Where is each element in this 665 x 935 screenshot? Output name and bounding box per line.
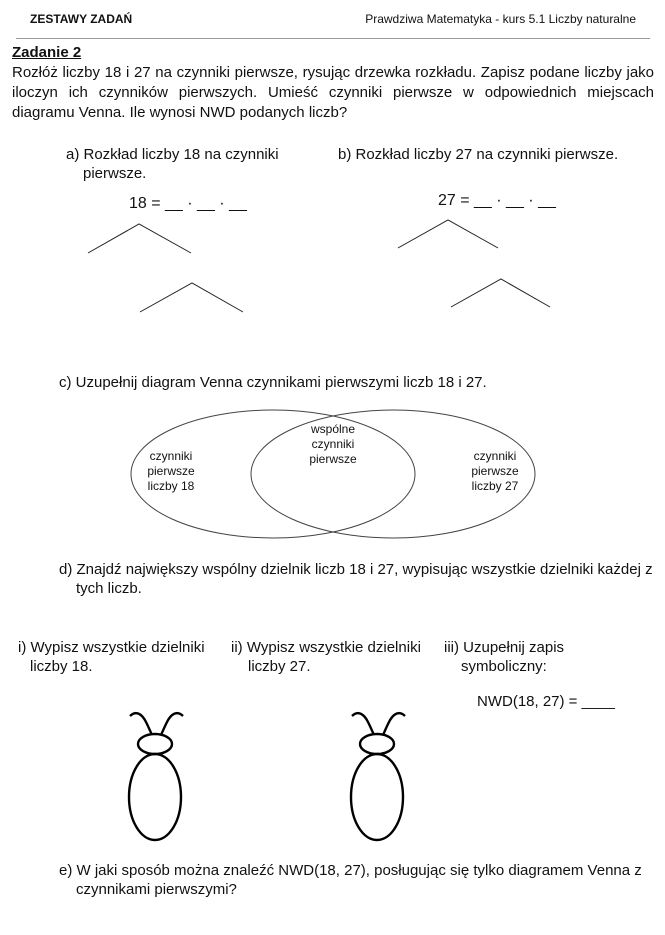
part-d-iii-label: iii) Uzupełnij zapis symboliczny:: [444, 639, 565, 675]
task-title: Zadanie 2: [12, 44, 82, 61]
factor-tree-27-bottom: [450, 278, 551, 308]
part-e-label: e) W jaki sposób można znaleźć NWD(18, 2…: [59, 862, 642, 898]
factor-tree-18-top: [87, 223, 192, 254]
part-d-label: d) Znajdź największy wspólny dzielnik li…: [59, 561, 653, 597]
header-right: Prawdziwa Matematyka - kurs 5.1 Liczby n…: [365, 12, 636, 26]
part-a-label: a) Rozkład liczby 18 na czynniki pierwsz…: [66, 146, 279, 182]
part-b-label: b) Rozkład liczby 27 na czynniki pierwsz…: [338, 146, 619, 163]
venn-label-27: czynniki pierwsze liczby 27: [471, 449, 519, 493]
header-left: ZESTAWY ZADAŃ: [30, 12, 133, 26]
header-divider: [16, 38, 650, 39]
venn-circle-18: [130, 409, 416, 539]
venn-label-common: wspólne czynniki pierwsze: [309, 422, 357, 466]
equation-27: 27 = __ · __ · __: [438, 192, 556, 209]
part-c-label: c) Uzupełnij diagram Venna czynnikami pi…: [59, 374, 487, 391]
divisor-figure-27: [349, 711, 406, 842]
venn-circle-27: [250, 409, 536, 539]
part-d-ii-label: ii) Wypisz wszystkie dzielniki liczby 27…: [231, 639, 421, 675]
divisor-figure-18: [127, 711, 184, 842]
nwd-expression: NWD(18, 27) = ____: [477, 693, 615, 710]
equation-18: 18 = __ · __ · __: [129, 195, 247, 212]
task-text: Rozłóż liczby 18 i 27 na czynniki pierws…: [12, 64, 654, 121]
venn-label-18: czynniki pierwsze liczby 18: [147, 449, 195, 493]
factor-tree-27-top: [397, 219, 499, 249]
part-d-i-label: i) Wypisz wszystkie dzielniki liczby 18.: [18, 639, 205, 675]
factor-tree-18-bottom: [139, 282, 244, 313]
